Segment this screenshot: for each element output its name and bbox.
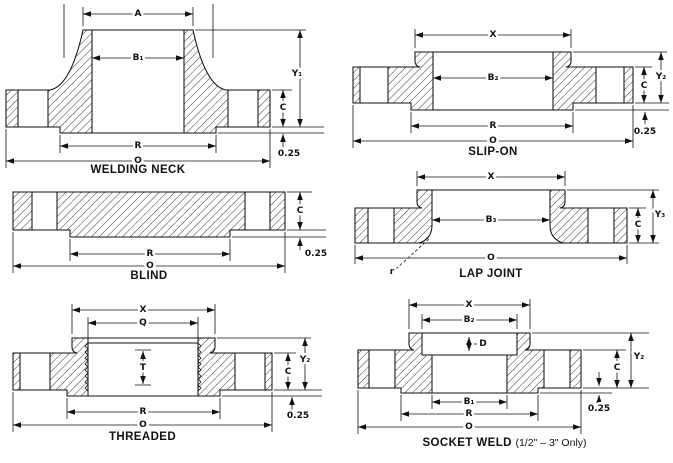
dim-label-Y1: Y₁ <box>291 69 303 79</box>
dim-label-face: 0.25 <box>278 149 300 159</box>
caption-slip-on: SLIP-ON <box>468 146 518 158</box>
dim-label-face: 0.25 <box>305 249 327 259</box>
dim-label-R: R <box>147 249 154 259</box>
dim-label-O: O <box>146 261 154 271</box>
panel-slip-on: X B₂ Y₂ C 0.25 R O SLIP-ON <box>336 20 673 170</box>
dim-label-B1: B₁ <box>133 53 144 63</box>
dim-label-A: A <box>135 9 142 19</box>
dim-label-B2: B₂ <box>464 315 475 325</box>
caption-blind: BLIND <box>130 270 168 282</box>
caption-welding-neck: WELDING NECK <box>90 164 186 176</box>
bolt-hole <box>368 208 394 243</box>
flange-body <box>352 51 634 111</box>
dim-label-Y2: Y₂ <box>299 355 311 365</box>
flange-body <box>354 189 628 244</box>
threaded-drawing: X Q T Y₂ C 0.25 R O <box>12 303 322 433</box>
dim-label-B2: B₂ <box>488 73 499 83</box>
dim-label-R: R <box>140 407 147 417</box>
panel-threaded: X Q T Y₂ C 0.25 R O <box>0 290 336 463</box>
panel-blind: C 0.25 R O BLIND <box>0 180 336 290</box>
dim-label-Y2: Y₂ <box>655 72 667 82</box>
bolt-hole <box>360 67 388 103</box>
dim-label-Y3: Y₃ <box>654 210 666 220</box>
dim-label-B1: B₁ <box>464 397 475 407</box>
bolt-hole <box>235 353 265 390</box>
dim-label-T: T <box>140 363 147 373</box>
dim-label-face: 0.25 <box>634 127 656 137</box>
blind-drawing: C 0.25 R O <box>12 191 330 274</box>
dim-label-O: O <box>139 420 147 430</box>
dim-label-X: X <box>488 172 495 182</box>
dim-label-O: O <box>489 136 497 146</box>
dim-label-face: 0.25 <box>588 404 610 414</box>
dimensions: A B₁ Y₁ C 0.25 R O <box>5 4 324 169</box>
bolt-hole <box>32 192 57 230</box>
bolt-hole <box>588 208 614 243</box>
dim-label-R: R <box>135 141 142 151</box>
dim-label-face: 0.25 <box>287 411 309 421</box>
thread-zigzag-right <box>197 342 202 392</box>
panel-welding-neck: A B₁ Y₁ C 0.25 R O WELDING NECK <box>0 0 336 180</box>
dim-label-C: C <box>635 220 642 230</box>
dim-label-r: r <box>390 267 395 277</box>
dimensions: X B₂ D B₁ R O Y₂ C <box>357 298 649 435</box>
dim-label-X: X <box>466 300 473 310</box>
dimensions: X B₃ Y₃ C O r <box>354 170 668 280</box>
lap-joint-drawing: X B₃ Y₃ C O r <box>354 170 668 280</box>
dim-label-R: R <box>466 409 473 419</box>
flange-body <box>357 332 582 394</box>
bolt-hole <box>369 350 395 388</box>
bolt-hole <box>544 350 570 388</box>
dimensions: C 0.25 R O <box>12 191 330 274</box>
dim-label-X: X <box>490 30 497 40</box>
dim-label-O: O <box>134 156 142 166</box>
caption-socket-weld-title: SOCKET WELD <box>422 437 512 449</box>
dim-label-R: R <box>490 121 497 131</box>
dim-label-C: C <box>614 363 621 373</box>
caption-socket-weld-note: (1/2" – 3" Only) <box>515 437 587 449</box>
dim-label-X: X <box>140 305 147 315</box>
bolt-hole <box>228 90 258 127</box>
dim-label-C: C <box>641 81 648 91</box>
dim-label-C: C <box>280 103 287 113</box>
caption-lap-joint: LAP JOINT <box>459 268 523 280</box>
dimensions: X B₂ Y₂ C 0.25 R O <box>352 28 669 149</box>
dim-label-Q: Q <box>139 318 147 328</box>
flange-body <box>5 29 271 134</box>
bolt-hole <box>20 353 50 390</box>
flange-body <box>12 337 273 397</box>
socket-weld-drawing: X B₂ D B₁ R O Y₂ C <box>357 298 649 435</box>
dim-label-O: O <box>465 422 473 432</box>
dim-label-D: D <box>479 339 486 349</box>
radius-leader-line <box>395 237 431 270</box>
thread-zigzag-left <box>84 342 89 392</box>
caption-socket-weld: SOCKET WELD (1/2" – 3" Only) <box>336 437 673 449</box>
dim-label-C: C <box>297 206 304 216</box>
bolt-hole <box>245 192 270 230</box>
bolt-hole <box>596 67 624 103</box>
dim-label-C: C <box>285 367 292 377</box>
dimensions: X Q T Y₂ C 0.25 R O <box>12 303 322 433</box>
welding-neck-drawing: A B₁ Y₁ C 0.25 R O <box>5 4 324 169</box>
dim-label-B3: B₃ <box>486 215 497 225</box>
dim-label-Y2: Y₂ <box>633 352 645 362</box>
caption-threaded: THREADED <box>108 431 177 443</box>
flange-body <box>12 191 286 238</box>
dim-label-O: O <box>487 253 495 263</box>
slip-on-drawing: X B₂ Y₂ C 0.25 R O <box>352 28 669 149</box>
panel-socket-weld: X B₂ D B₁ R O Y₂ C <box>336 290 673 463</box>
bolt-hole <box>18 90 48 127</box>
panel-lap-joint: X B₃ Y₃ C O r LAP JOINT <box>336 165 673 285</box>
